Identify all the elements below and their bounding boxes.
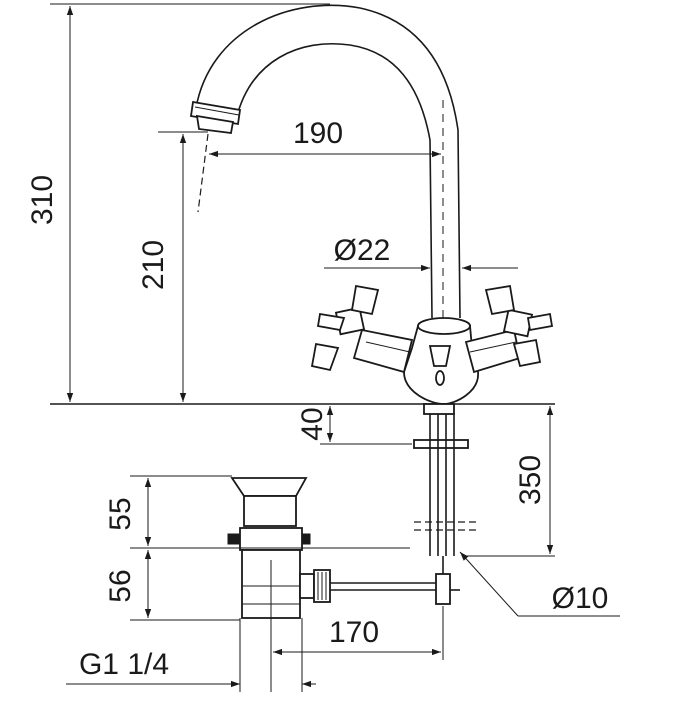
label-waste-top: 55 (104, 497, 137, 530)
right-handle (464, 284, 554, 374)
shank (413, 403, 480, 556)
dim-shank-length (462, 406, 555, 557)
water-stream (197, 133, 209, 213)
center-knob (428, 345, 452, 386)
label-spout-diameter: Ø22 (334, 234, 391, 267)
label-waste-bottom: 56 (104, 569, 137, 602)
label-lever-reach: 170 (329, 616, 379, 649)
dim-total-height (50, 3, 330, 402)
label-spout-height: 210 (137, 240, 170, 290)
waste-fitting (227, 477, 331, 619)
left-handle (310, 284, 414, 374)
label-thread: G1 1/4 (79, 648, 169, 681)
label-spout-reach: 190 (293, 117, 343, 150)
dim-thread (66, 618, 316, 692)
label-shank-length: 350 (514, 455, 547, 505)
dim-lever-reach (270, 560, 444, 692)
label-mount-thickness: 40 (296, 407, 329, 440)
aerator (189, 100, 242, 134)
dim-waste-heights (130, 475, 410, 621)
label-rod-diameter: Ø10 (552, 582, 609, 615)
dim-mount-thickness (320, 406, 412, 445)
dim-rod-diameter (459, 551, 620, 617)
label-total-height: 310 (26, 175, 59, 225)
spout (195, 4, 461, 319)
lift-rod (330, 556, 460, 605)
dim-spout-height (158, 131, 208, 402)
